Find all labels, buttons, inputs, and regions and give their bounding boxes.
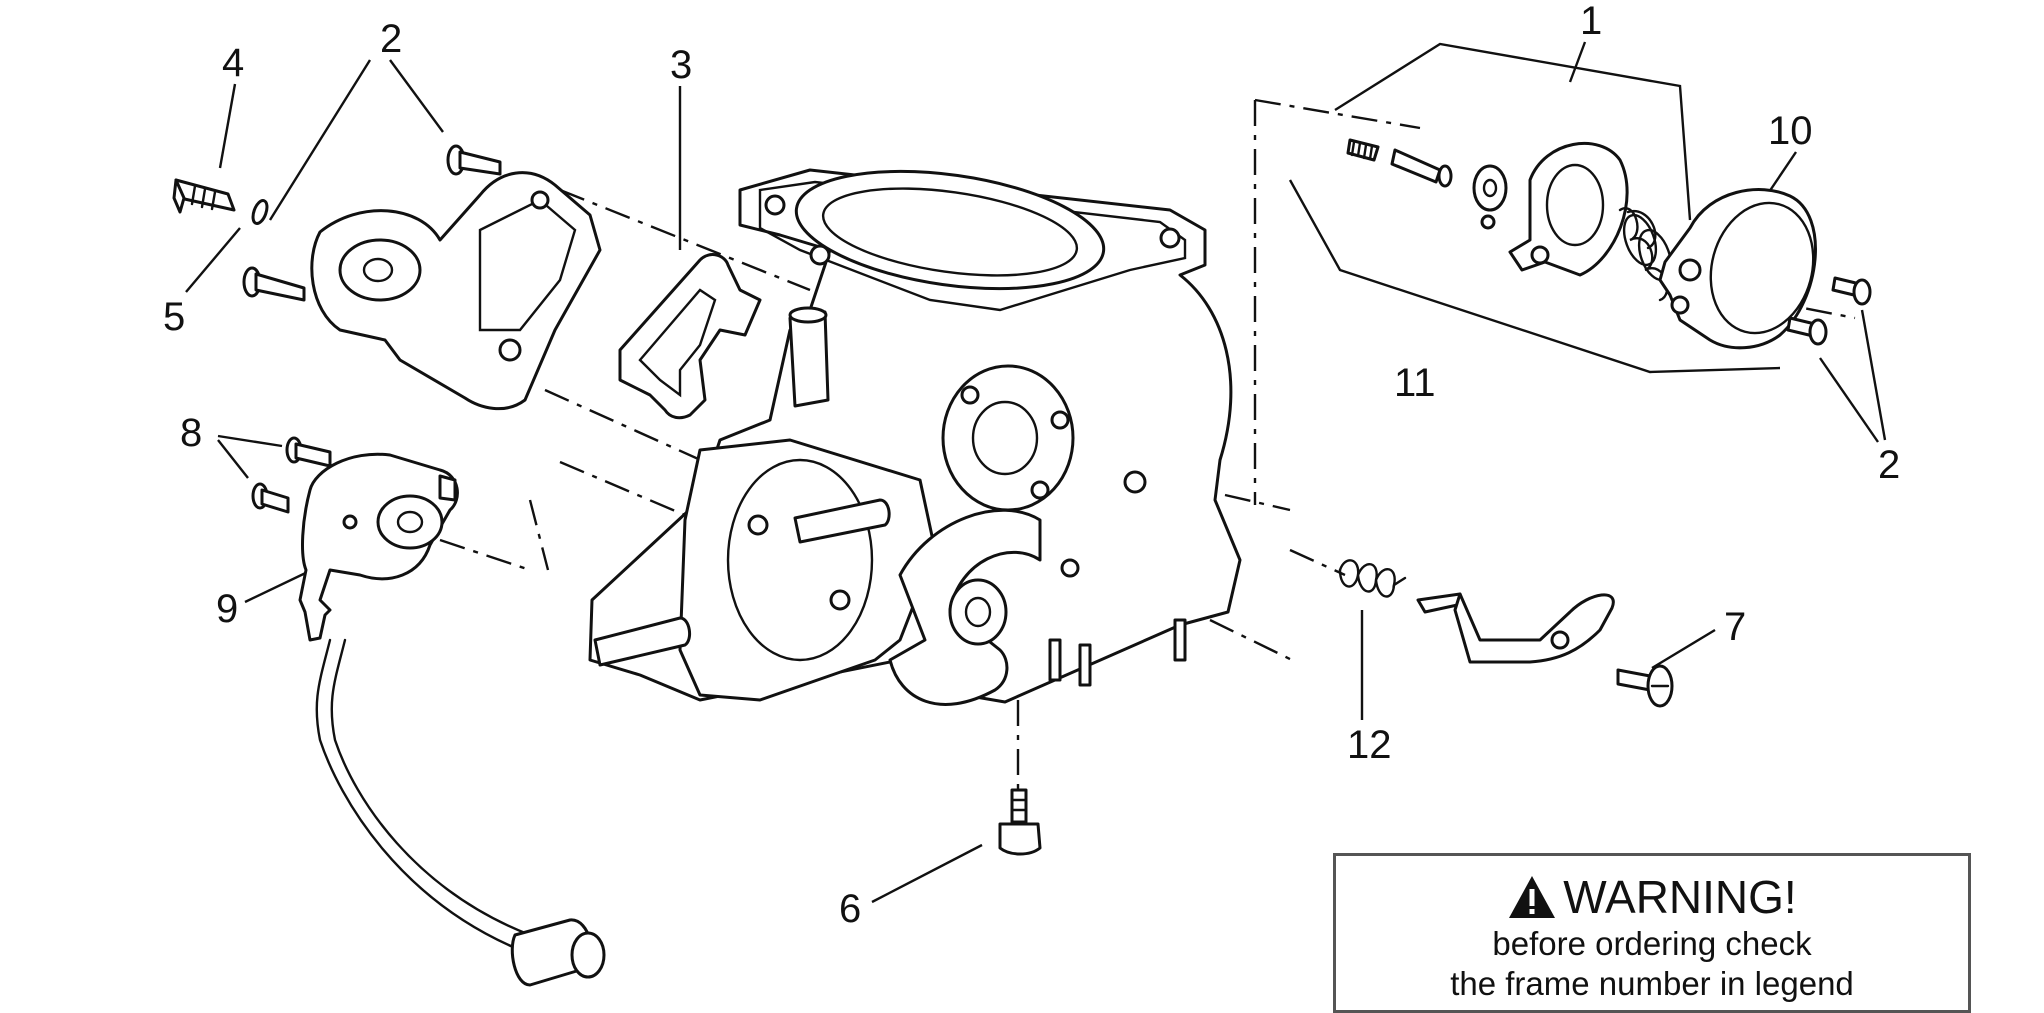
screw-part-2-lower [242, 266, 306, 302]
screw-part-6 [998, 788, 1042, 856]
throttle-lever [1416, 592, 1615, 664]
gasket-part-3 [618, 253, 762, 420]
throttle-body [588, 168, 1242, 706]
screw-part-4 [172, 178, 236, 214]
screw-part-2-right-lower [1786, 316, 1828, 346]
callout-10: 10 [1768, 109, 1813, 153]
callout-4: 4 [222, 41, 244, 85]
callout-2-top: 2 [380, 17, 402, 61]
idle-valve-body [310, 171, 602, 411]
o-ring-part-5 [251, 199, 269, 225]
warning-line-1: before ordering check [1492, 925, 1812, 962]
callout-7: 7 [1724, 605, 1746, 649]
callout-3: 3 [670, 43, 692, 87]
diaphragm-plate-part-1 [1508, 141, 1629, 277]
warning-triangle-icon [1509, 876, 1556, 918]
callout-12: 12 [1347, 723, 1392, 767]
spring-plunger-part-1 [1346, 138, 1508, 230]
screw-part-2-right-upper [1831, 276, 1872, 306]
callout-1: 1 [1580, 0, 1602, 43]
warning-line-2: the frame number in legend [1450, 965, 1854, 1002]
callout-2-right: 2 [1878, 443, 1900, 487]
callout-9: 9 [216, 587, 238, 631]
screw-part-8-upper [285, 436, 332, 468]
callout-8: 8 [180, 411, 202, 455]
screw-part-8-lower [251, 482, 290, 514]
warning-box: WARNING! before ordering check the frame… [1333, 853, 1971, 1013]
callout-11: 11 [1394, 361, 1436, 405]
leader-lines [185, 41, 1887, 904]
screw-part-2-upper [446, 144, 502, 176]
warning-title: WARNING! [1563, 871, 1797, 923]
sensor-part-9 [298, 452, 606, 987]
callout-6: 6 [839, 887, 861, 931]
spring-part-12 [1338, 559, 1407, 598]
callout-5: 5 [163, 295, 185, 339]
screw-part-7 [1616, 664, 1674, 708]
cover-part-10 [1658, 188, 1817, 350]
